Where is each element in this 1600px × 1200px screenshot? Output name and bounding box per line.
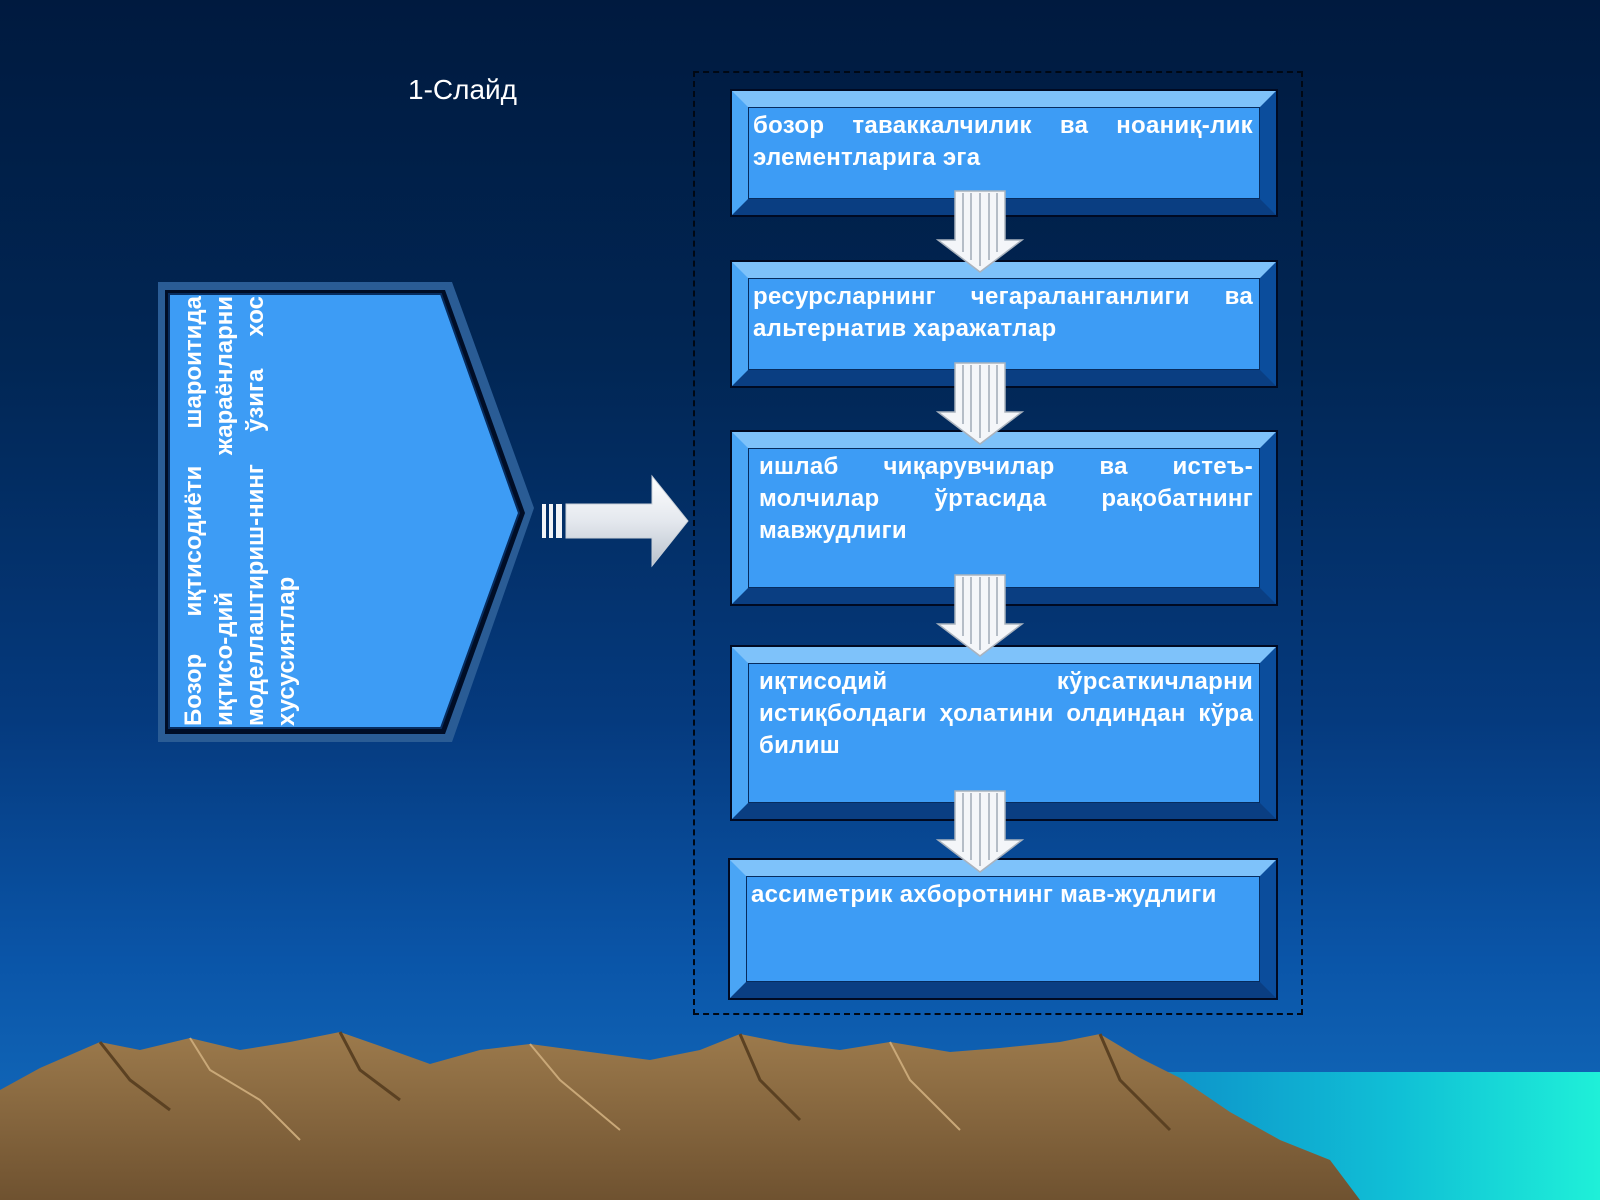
striped-down-arrow-icon [935,790,1025,873]
feature-box-5-text: ассиметрик ахборотнинг мав-жудлиги [746,876,1260,982]
feature-box-5: ассиметрик ахборотнинг мав-жудлиги [728,858,1278,1000]
striped-right-arrow-icon [542,474,689,568]
feature-box-3-text: ишлаб чиқарувчилар ва истеъ-молчилар ўрт… [748,448,1260,588]
slide-title: 1-Слайд [408,74,518,105]
feature-box-2-text: ресурсларнинг чегараланганлиги ва альтер… [748,278,1260,370]
dashed-group-frame [693,71,1303,1015]
mountain-range [0,1032,1360,1200]
feature-box-4-text: иқтисодий кўрсаткичларни истиқболдаги ҳо… [748,663,1260,803]
striped-down-arrow-icon [935,190,1025,273]
striped-down-arrow-icon [935,362,1025,445]
feature-box-1-text: бозор таваккалчилик ва ноаниқ-лик элемен… [748,107,1260,199]
left-shape-text-area: Бозор иқтисодиёти шароитида иқтисо-дий ж… [178,296,448,726]
left-shape-text: Бозор иқтисодиёти шароитида иқтисо-дий ж… [180,296,300,726]
striped-down-arrow-icon [935,574,1025,657]
mountain-landscape [0,1031,1600,1200]
left-pentagon-shape [158,282,534,742]
